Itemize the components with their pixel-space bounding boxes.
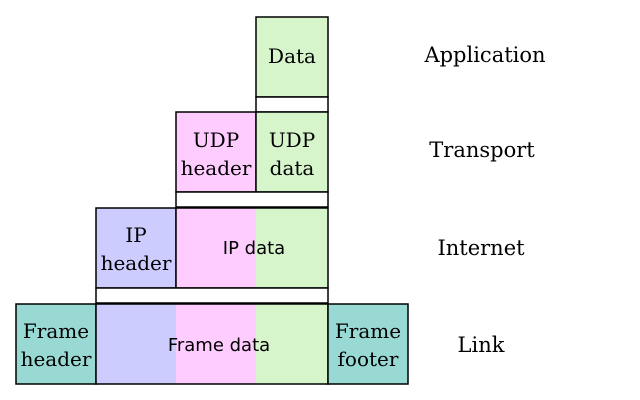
internet-link-connector <box>95 287 329 304</box>
frame-header-label-line2: header <box>21 347 92 371</box>
frame-footer-label-line1: Frame <box>335 319 401 343</box>
transport-internet-connector <box>175 191 329 208</box>
frame-data-label: Frame data <box>168 335 270 356</box>
ip-header-box <box>95 207 177 289</box>
udp-data-box <box>255 111 329 193</box>
ip-header-label-line2: header <box>101 251 172 275</box>
frame-header-box <box>15 303 97 385</box>
frame-data-box <box>95 303 329 385</box>
frame-header-label-line1: Frame <box>23 319 89 343</box>
application-data-box <box>255 16 329 98</box>
udp-header-label-line1: UDP <box>193 128 239 152</box>
application-transport-connector <box>255 96 329 113</box>
udp-header-label-line2: header <box>181 156 252 180</box>
link-row: Frame header Frame data Frame footer Lin… <box>15 303 505 385</box>
transport-layer-label: Transport <box>429 138 535 162</box>
ip-data-label: IP data <box>223 238 285 259</box>
ip-header-label-line1: IP <box>125 223 146 247</box>
udp-data-label-line1: UDP <box>269 128 315 152</box>
ip-data-box <box>175 207 329 289</box>
udp-header-box <box>175 111 257 193</box>
link-layer-label: Link <box>458 333 505 357</box>
application-layer-label: Application <box>423 43 545 67</box>
application-data-label: Data <box>268 44 316 68</box>
internet-layer-label: Internet <box>437 236 525 260</box>
frame-footer-box <box>327 303 409 385</box>
transport-row: UDP header UDP data Transport <box>175 111 535 208</box>
application-row: Data Application <box>255 16 546 113</box>
frame-footer-label-line2: footer <box>338 347 399 371</box>
udp-data-label-line2: data <box>270 156 315 180</box>
internet-row: IP header IP data Internet <box>95 207 525 304</box>
